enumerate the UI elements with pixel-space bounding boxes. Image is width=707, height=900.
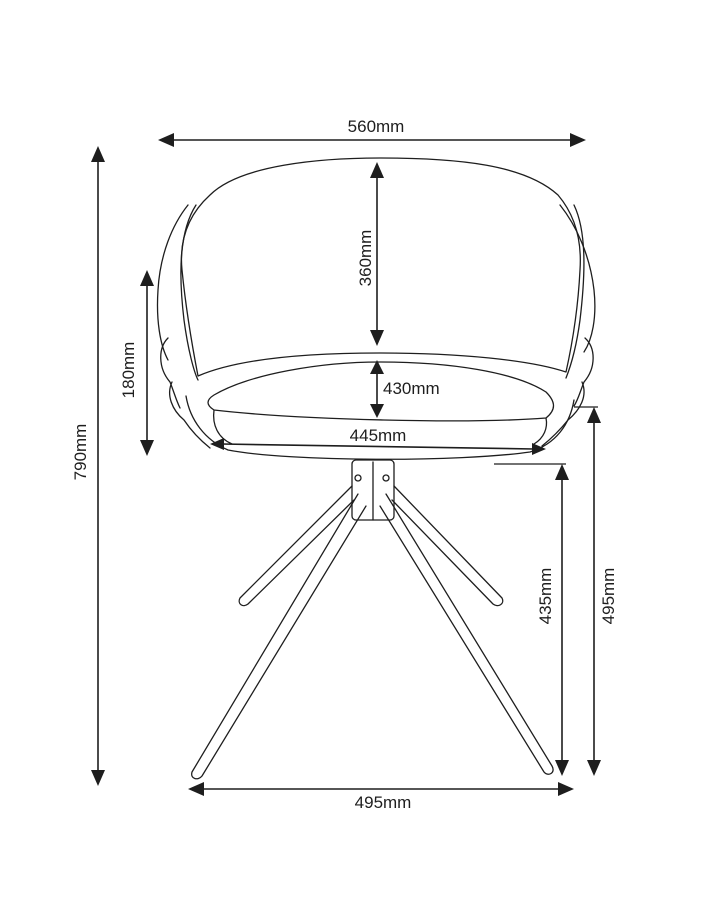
- label-seat-depth: 430mm: [383, 379, 440, 398]
- dim-seat-depth: 430mm: [370, 360, 440, 418]
- backrest-shell: [180, 157, 581, 377]
- label-overall-height: 790mm: [71, 424, 90, 481]
- label-armrest-height: 180mm: [119, 342, 138, 399]
- bolt-left-icon: [354, 474, 362, 482]
- dim-armrest-height: 180mm: [119, 270, 154, 456]
- chair-drawing: [156, 157, 596, 780]
- label-seat-width: 445mm: [350, 426, 407, 445]
- dim-overall-height: 790mm: [71, 146, 105, 786]
- seat-base: [185, 395, 575, 460]
- label-overall-width: 560mm: [348, 117, 405, 136]
- seat-cushion: [207, 361, 555, 422]
- dim-armrest-floor-height: 495mm: [574, 406, 618, 776]
- chair-legs: [191, 485, 554, 780]
- left-armrest: [156, 204, 211, 449]
- dim-backrest-height: 360mm: [356, 162, 384, 346]
- label-base-width: 495mm: [355, 793, 412, 812]
- label-armrest-floor-height: 495mm: [599, 568, 618, 625]
- label-backrest-height: 360mm: [356, 230, 375, 287]
- backrest-inner-line: [180, 204, 199, 381]
- dim-seat-width: 445mm: [210, 426, 546, 455]
- dim-base-width: 495mm: [188, 782, 574, 812]
- dim-overall-width: 560mm: [158, 117, 586, 147]
- right-armrest: [541, 204, 596, 447]
- label-seat-height: 435mm: [536, 568, 555, 625]
- bolt-right-icon: [382, 474, 390, 482]
- dimension-lines: 560mm 360mm 180mm 790mm 430m: [71, 117, 618, 812]
- dim-seat-height: 435mm: [494, 463, 569, 776]
